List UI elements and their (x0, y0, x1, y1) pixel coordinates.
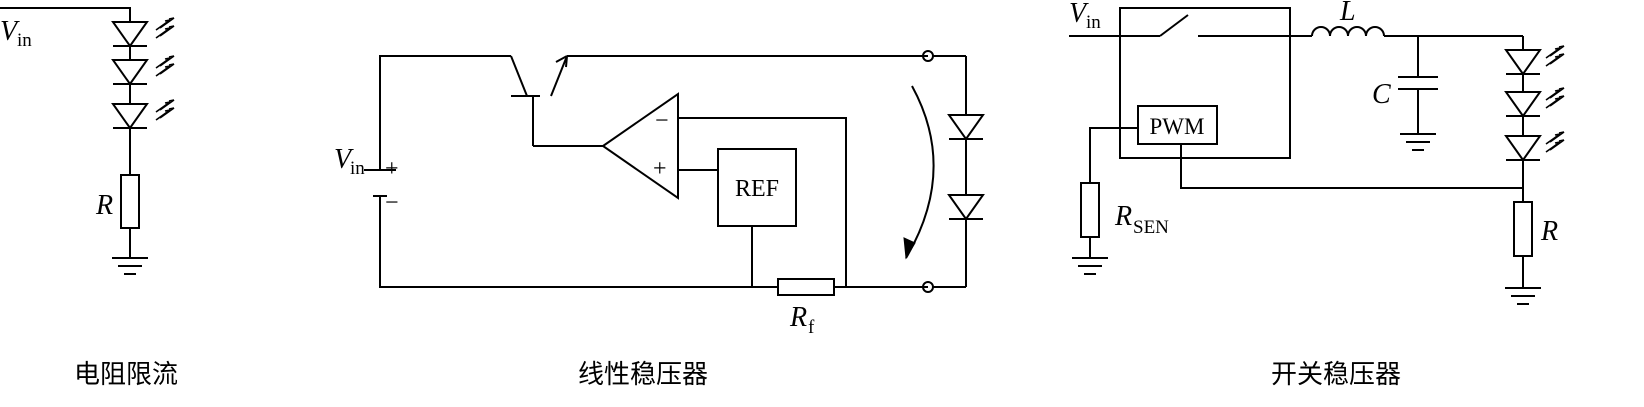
linear-panel: + − V in − + REF (334, 50, 984, 390)
led-string (1505, 36, 1565, 202)
svg-text:in: in (1086, 12, 1101, 33)
resistor (120, 174, 140, 229)
battery: + − (364, 156, 399, 216)
svg-text:PWM: PWM (1150, 114, 1205, 139)
svg-text:in: in (17, 30, 32, 51)
led-1 (112, 21, 148, 47)
light-rays-icon (155, 55, 175, 77)
switching-panel: V in L C PWM (1069, 0, 1565, 390)
current-arrow (903, 85, 935, 260)
led-1 (1505, 49, 1541, 75)
caption-linear: 线性稳压器 (578, 360, 708, 390)
rsen-resistor: R SEN (1071, 182, 1169, 275)
led-3 (112, 103, 148, 129)
svg-text:V: V (334, 144, 354, 175)
svg-text:−: − (385, 190, 399, 216)
svg-text:f: f (808, 317, 815, 338)
light-rays-icon (1545, 131, 1565, 153)
ref-box: REF (717, 148, 797, 287)
caption-switching: 开关稳压器 (1271, 360, 1401, 390)
transistor (510, 55, 928, 147)
vin-label: V in (334, 144, 365, 179)
ground-icon (1504, 287, 1542, 305)
led-2 (1505, 91, 1541, 117)
vin-label: V in (0, 16, 32, 51)
pwm-box: PWM (1089, 105, 1523, 189)
svg-text:R: R (1540, 216, 1558, 247)
led-3 (1505, 135, 1541, 161)
svg-text:R: R (789, 302, 807, 333)
capacitor: C (1372, 36, 1438, 151)
resistor: R (1504, 201, 1558, 305)
light-rays-icon (1545, 45, 1565, 67)
regulator-module (1119, 7, 1291, 159)
led-2 (112, 59, 148, 85)
opamp: − + (601, 92, 847, 287)
svg-text:in: in (350, 158, 365, 179)
resistor-label: R (95, 190, 113, 221)
light-rays-icon (155, 99, 175, 121)
resistor-panel: V in R 电阻限流 (0, 7, 178, 390)
ground-icon (1399, 133, 1437, 151)
svg-text:SEN: SEN (1133, 217, 1169, 238)
svg-text:V: V (0, 16, 20, 47)
vin-label: V in (1069, 0, 1101, 33)
svg-text:−: − (655, 108, 669, 134)
ground-icon (1071, 257, 1109, 275)
led-1 (948, 114, 984, 140)
svg-text:C: C (1372, 79, 1391, 110)
vin-wire (0, 7, 131, 22)
switch (1069, 14, 1312, 37)
svg-text:V: V (1069, 0, 1089, 29)
rf-resistor: R f (777, 278, 835, 338)
svg-text:+: + (653, 156, 667, 182)
svg-text:+: + (385, 156, 399, 182)
caption-resistor: 电阻限流 (74, 360, 178, 390)
svg-text:R: R (1114, 201, 1132, 232)
led-string (948, 56, 984, 287)
svg-text:REF: REF (735, 176, 779, 202)
light-rays-icon (155, 17, 175, 39)
inductor: L (1311, 0, 1523, 37)
ground-icon (111, 257, 149, 275)
light-rays-icon (1545, 87, 1565, 109)
led-string (112, 17, 175, 175)
led-2 (948, 194, 984, 220)
svg-text:L: L (1339, 0, 1356, 27)
